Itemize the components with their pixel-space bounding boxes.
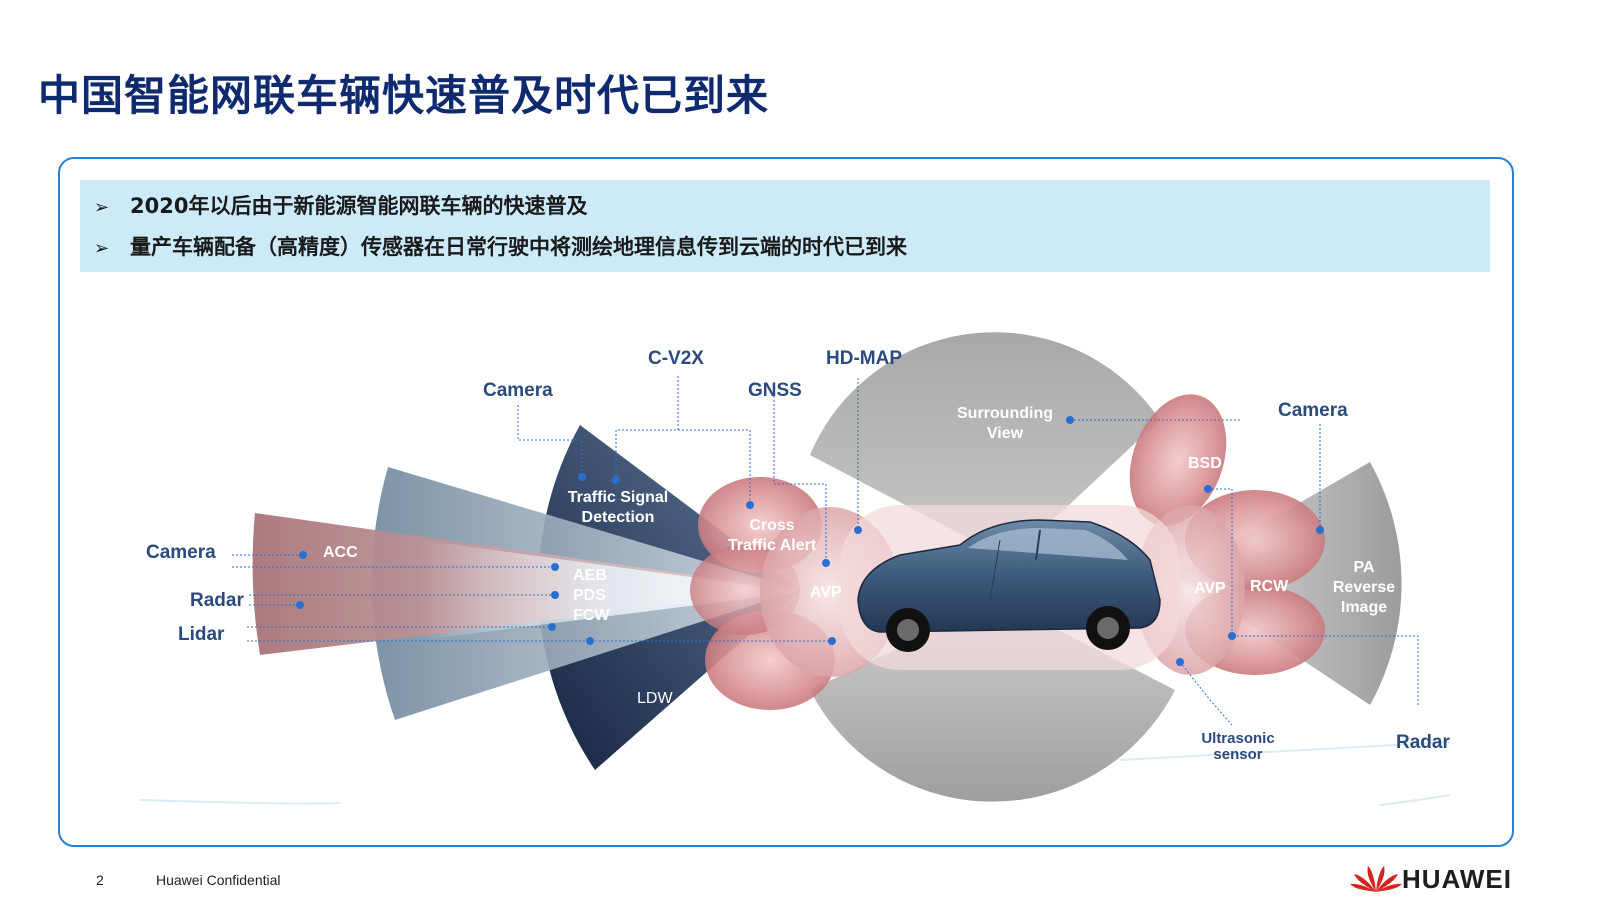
page-title: 中国智能网联车辆快速普及时代已到来 [38,71,770,120]
acc-zone-label: ACC [323,544,358,561]
bsd-lobe [1129,394,1227,526]
tsd-zone-label-2: Detection [582,509,655,526]
huawei-logo-icon [1350,866,1402,892]
hdmap-label: HD-MAP [826,348,902,369]
avp-front-zone-label: AVP [810,584,842,601]
bullet-text: 量产车辆配备（高精度）传感器在日常行驶中将测绘地理信息传到云端的时代已到来 [130,235,907,259]
pa-zone-label-2: Reverse [1333,579,1395,596]
car-icon [857,519,1161,652]
ultrasonic-label-2: sensor [1213,746,1262,763]
bullet-item: ➢ 2020年以后由于新能源智能网联车辆的快速普及 [94,190,587,220]
sv-zone-label-2: View [987,425,1024,442]
lidar-label: Lidar [178,624,225,645]
aeb-zone-label: AEB [573,567,607,584]
camera-left-label: Camera [146,542,216,563]
fcw-zone-label: FCW [573,607,610,624]
front-beam [420,540,800,640]
ldw-zone-label: LDW [637,690,673,707]
leader-lines [232,376,1419,726]
confidential-note: Huawei Confidential [156,872,281,888]
sv-zone-label-1: Surrounding [957,405,1053,422]
tsd-zone-label-1: Traffic Signal [568,489,668,506]
arrow-bullet-icon: ➢ [94,238,110,259]
leader-dots [296,416,1324,666]
cta-zone-label-2: Traffic Alert [728,537,817,554]
road-line [1119,741,1451,761]
road-line [139,799,341,805]
brand-name: HUAWEI [1402,864,1512,894]
bullet-item: ➢ 量产车辆配备（高精度）传感器在日常行驶中将测绘地理信息传到云端的时代已到来 [94,231,907,261]
cta-zone-label-1: Cross [749,517,794,534]
bullet-box: ➢ 2020年以后由于新能源智能网联车辆的快速普及 ➢ 量产车辆配备（高精度）传感器… [80,180,1490,272]
cv2x-label: C-V2X [648,348,704,369]
radar-right-label: Radar [1396,732,1450,753]
radar-left-label: Radar [190,590,244,611]
page-number: 2 [96,872,104,888]
camera-right-label: Camera [1278,400,1348,421]
content-panel [58,157,1514,847]
gnss-label: GNSS [748,380,802,401]
avp-rear-zone-label: AVP [1194,580,1226,597]
pds-zone-label: PDS [573,587,606,604]
bullet-text: 2020年以后由于新能源智能网联车辆的快速普及 [130,194,588,218]
arrow-bullet-icon: ➢ [94,197,110,218]
road-line [1379,794,1451,806]
ultrasonic-label-1: Ultrasonic [1201,730,1274,747]
camera-top-label: Camera [483,380,553,401]
bsd-zone-label: BSD [1188,455,1222,472]
rcw-zone-label: RCW [1250,578,1289,595]
pa-zone-label-3: Image [1341,599,1387,616]
pa-zone-label-1: PA [1353,559,1374,576]
surround-view-top-zone [810,332,1160,560]
